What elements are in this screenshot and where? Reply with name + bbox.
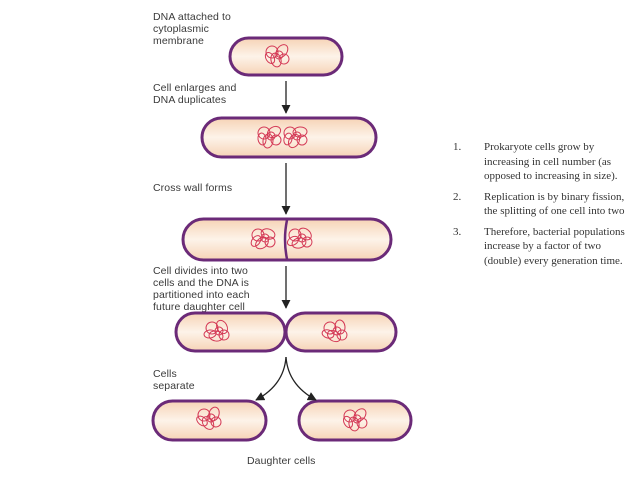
dna-icon [342,408,368,432]
note-number: 3. [453,225,462,238]
stage-3-cell [181,217,393,262]
note-number: 2. [453,190,462,203]
note-number: 1. [453,141,462,153]
note-text: Replication is by binary fission, the sp… [484,190,625,218]
dna-icon [196,406,222,430]
notes-list: 1. Prokaryote cells grow by increasing i… [450,140,630,274]
stage-2-label: Cell enlarges and DNA duplicates [153,82,237,106]
stage-4-label: Cell divides into two cells and the DNA … [153,265,250,313]
stage-1-label: DNA attached to cytoplasmic membrane [153,11,231,47]
note-text: Therefore, bacterial populations increas… [484,225,625,267]
dna-icon [257,125,282,149]
note-item: 2. Replication is by binary fission, the… [450,190,630,219]
dna-icon [264,44,290,68]
note-text: Prokaryote cells grow by increasing in c… [484,141,618,182]
dna-icon [250,228,276,250]
stage-4-cells [174,311,398,353]
dna-icon [203,319,230,342]
note-item: 3. Therefore, bacterial populations incr… [450,225,630,269]
stage-5-label: Cells separate [153,368,195,392]
dna-icon [321,319,348,343]
process-arrows [255,81,317,401]
stage-3-label: Cross wall forms [153,182,233,194]
dna-icon [286,227,313,249]
stage-2-cell [200,116,378,159]
dna-icon [283,126,308,149]
arrow-icon [255,356,287,401]
stage-5-cells [151,399,413,442]
stage-1-cell [228,36,344,77]
note-item: 1. Prokaryote cells grow by increasing i… [450,140,630,184]
arrow-icon [285,356,317,401]
stage-6-label: Daughter cells [247,455,316,467]
